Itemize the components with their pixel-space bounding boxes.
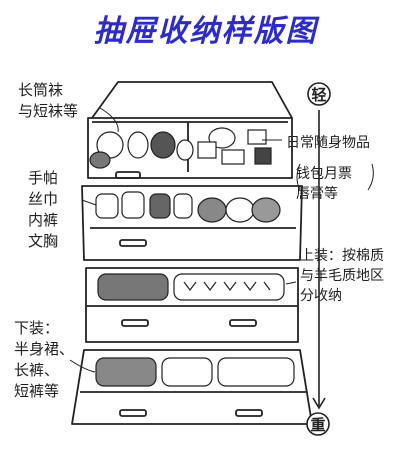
tops-items (97, 273, 285, 301)
daily-items (197, 127, 272, 165)
handle-1 (115, 171, 141, 179)
socks-items (89, 131, 194, 169)
scale-top-label: 轻 (311, 86, 326, 104)
page-title: 抽屉收纳样版图 (93, 14, 318, 49)
handle-2 (119, 239, 147, 247)
bottoms-items (95, 357, 295, 387)
handle-3 (121, 319, 149, 327)
label-underwear: 手帕 丝巾 内裤 文胸 (28, 169, 59, 250)
label-daily-items-sub: 钱包月票 唇膏等 (296, 166, 352, 202)
drawer-lid (91, 81, 293, 119)
drawer-3 (85, 267, 299, 343)
scale-arrow-head (312, 397, 326, 410)
label-daily-items: 日常随身物品 (286, 135, 370, 151)
handle-4 (119, 409, 147, 417)
label-tops: 上装：按棉质 与羊毛质地区 分收纳 (300, 248, 384, 304)
label-bottoms: 下装： 半身裙、 长裤、 短裤等 (14, 319, 75, 400)
underwear-items (95, 191, 281, 223)
drawer-1 (87, 117, 293, 179)
scale-bottom-label: 重 (310, 416, 325, 434)
leader-lines (69, 107, 374, 373)
heavy-circle (306, 412, 330, 436)
light-circle (307, 82, 331, 106)
weight-scale (306, 82, 331, 436)
drawer-2 (81, 185, 303, 261)
label-socks: 长筒袜 与短袜等 (18, 81, 79, 120)
